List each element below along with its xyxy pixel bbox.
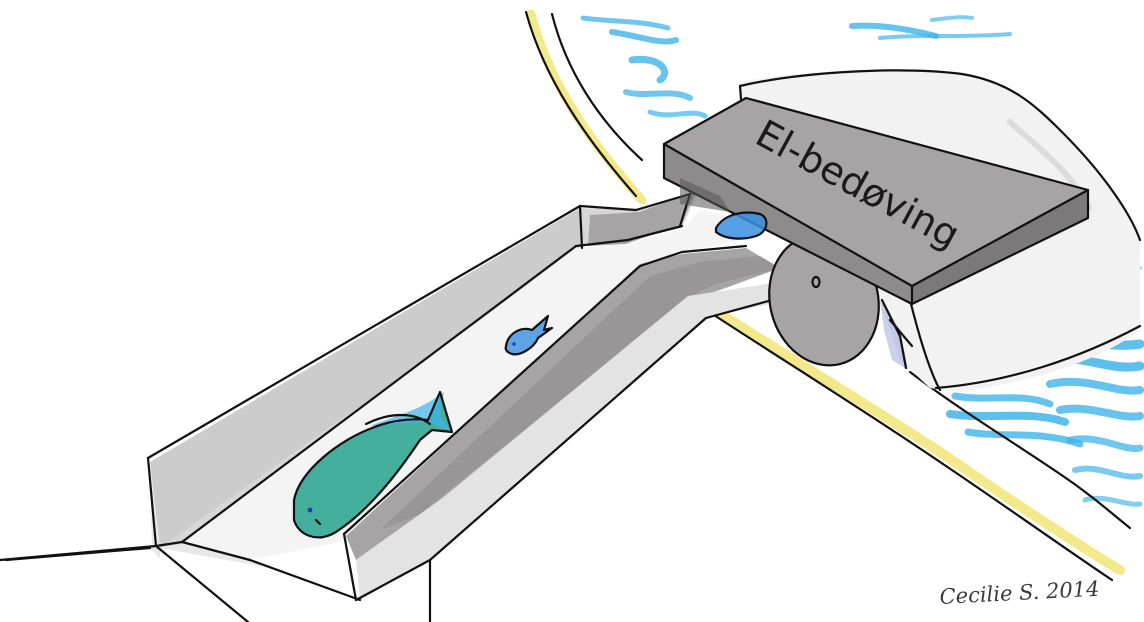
fish-eye (308, 508, 313, 513)
water-channel (0, 186, 780, 622)
fish-eye (512, 342, 516, 346)
artist-signature: Cecilie S. 2014 (939, 577, 1100, 609)
